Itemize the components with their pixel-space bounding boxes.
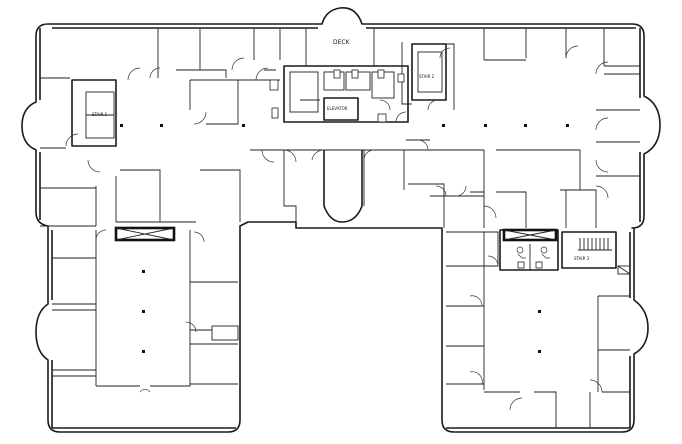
west-wing-rooms (40, 28, 281, 387)
deck-label: DECK (333, 39, 351, 46)
toilet-fixtures-east (517, 261, 543, 269)
stair-3-label: STAIR 3 (574, 256, 590, 261)
center-core (250, 28, 484, 228)
elevator-label: ELEVATOR (327, 106, 348, 111)
south-deck-bump (323, 150, 363, 223)
outer-walls (21, 7, 661, 433)
stair-1-label: STAIR 1 (92, 112, 108, 117)
stair-3-treads (578, 238, 612, 251)
column-markers (120, 124, 569, 353)
stair-2-label: STAIR 2 (419, 74, 435, 79)
accessible-restroom-icon (516, 246, 550, 259)
east-wing-rooms (430, 28, 640, 428)
door-swings (65, 45, 609, 411)
